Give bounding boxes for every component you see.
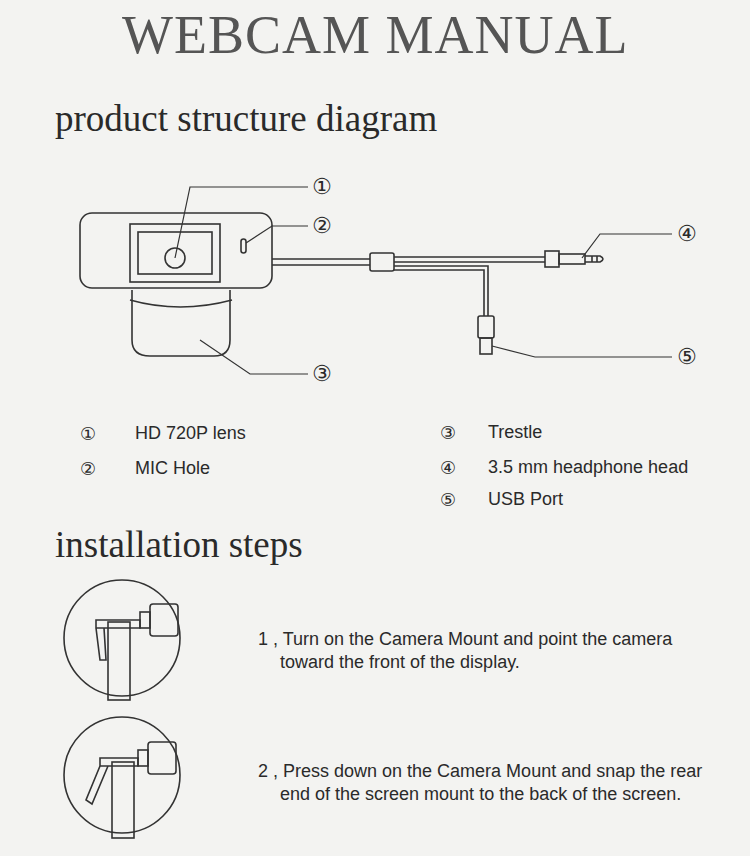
plug-body xyxy=(545,251,559,267)
camera-side xyxy=(148,742,176,774)
legend-number: ④ xyxy=(440,458,456,479)
page-title: WEBCAM MANUAL xyxy=(122,4,629,66)
part-name: Trestle xyxy=(488,422,542,443)
mic-hole xyxy=(241,239,246,253)
cable-usb xyxy=(394,266,488,316)
monitor-edge xyxy=(112,762,134,838)
leader-line xyxy=(200,340,308,374)
callout-number: ③ xyxy=(312,361,332,386)
part-name: USB Port xyxy=(488,489,563,510)
step-circle xyxy=(64,580,180,696)
leader-line xyxy=(246,226,308,243)
usb-body xyxy=(478,316,494,338)
legend-number: ① xyxy=(80,424,96,445)
lens-frame xyxy=(130,224,220,282)
step-text: 2 , Press down on the Camera Mount and s… xyxy=(258,760,720,807)
trestle-edge xyxy=(130,300,232,307)
section-heading: installation steps xyxy=(55,524,303,567)
leader-line xyxy=(175,187,308,258)
mount-clip xyxy=(86,758,138,804)
legend-number: ⑤ xyxy=(440,490,456,511)
leader-line xyxy=(492,346,672,357)
callout-number: ④ xyxy=(677,221,697,246)
callout-number: ② xyxy=(312,213,332,238)
cable-splitter xyxy=(370,253,394,271)
camera-side xyxy=(150,604,178,636)
part-name: 3.5 mm headphone head xyxy=(488,457,688,478)
cable-audio xyxy=(394,257,545,262)
plug-sleeve xyxy=(559,254,585,264)
step-circle xyxy=(64,717,180,833)
step-text: 1 , Turn on the Camera Mount and point t… xyxy=(258,628,720,675)
cable xyxy=(272,259,370,265)
callout-number: ⑤ xyxy=(677,344,697,369)
camera-hinge xyxy=(138,750,148,766)
usb-plug xyxy=(480,338,492,354)
plug-tip xyxy=(585,256,603,262)
legend-number: ② xyxy=(80,459,96,480)
monitor-edge xyxy=(108,622,130,700)
section-heading: product structure diagram xyxy=(55,98,437,141)
camera-hinge xyxy=(140,612,150,628)
legend-number: ③ xyxy=(440,423,456,444)
part-name: MIC Hole xyxy=(135,458,210,479)
trestle-shape xyxy=(132,290,230,356)
leader-line xyxy=(582,234,672,258)
mount-clip xyxy=(96,620,140,660)
part-name: HD 720P lens xyxy=(135,423,246,444)
lens-window xyxy=(138,232,212,274)
callout-number: ① xyxy=(312,174,332,199)
